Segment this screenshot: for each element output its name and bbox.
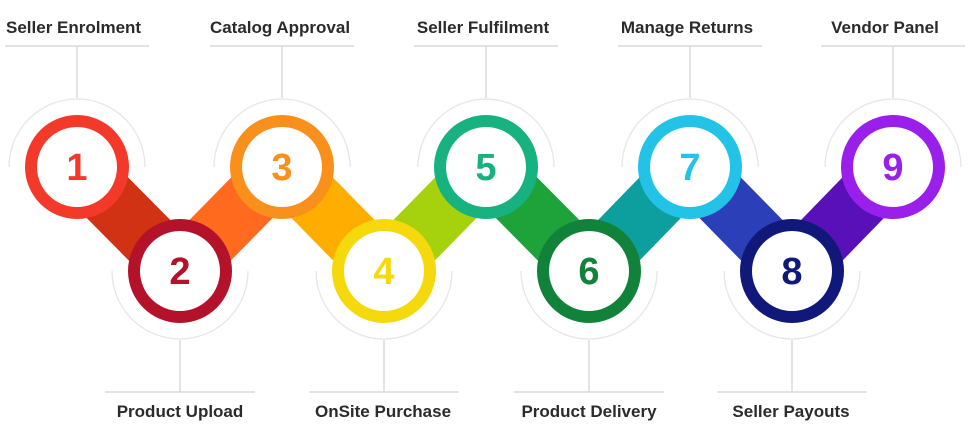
step-1-arc [8,98,146,168]
step-4-number: 4 [373,251,394,293]
step-5-label: Seller Fulfilment [416,18,550,37]
step-3-node: 3 [230,115,334,219]
step-4-arc [315,270,453,340]
step-7-inner-circle [650,127,730,207]
step-1-node: 1 [25,115,129,219]
step-4-node: 4 [332,219,436,323]
step-9-label: Vendor Panel [831,18,939,37]
step-6-inner-circle [549,231,629,311]
step-7-arc [621,98,759,168]
step-1-label: Seller Enrolment [6,18,142,37]
step-7-node: 7 [638,115,742,219]
step-2-arc [111,270,249,340]
step-7-number: 7 [679,147,700,189]
step-6-node: 6 [537,219,641,323]
step-2-node: 2 [128,219,232,323]
step-2-inner-circle [140,231,220,311]
step-3-label: Catalog Approval [209,18,351,37]
step-9-node: 9 [841,115,945,219]
step-5-inner-circle [446,127,526,207]
step-7-label: Manage Returns [620,18,754,37]
step-9-number: 9 [882,147,903,189]
step-8-arc [723,270,861,340]
step-6-arc [520,270,658,340]
step-3-inner-circle [242,127,322,207]
step-5-arc [417,98,555,168]
step-3-arc [213,98,351,168]
step-5-number: 5 [475,147,496,189]
step-6-label: Product Delivery [521,402,657,421]
step-1-number: 1 [66,147,87,189]
step-8-label: Seller Payouts [732,402,850,421]
step-9-inner-circle [853,127,933,207]
step-8-inner-circle [752,231,832,311]
step-2-number: 2 [169,251,190,293]
step-2-label: Product Upload [116,402,244,421]
step-1-inner-circle [37,127,117,207]
step-8-number: 8 [781,251,802,293]
step-4-inner-circle [344,231,424,311]
step-3-number: 3 [271,147,292,189]
step-4-label: OnSite Purchase [314,402,452,421]
step-5-node: 5 [434,115,538,219]
step-6-number: 6 [578,251,599,293]
step-8-node: 8 [740,219,844,323]
step-9-arc [824,98,962,168]
